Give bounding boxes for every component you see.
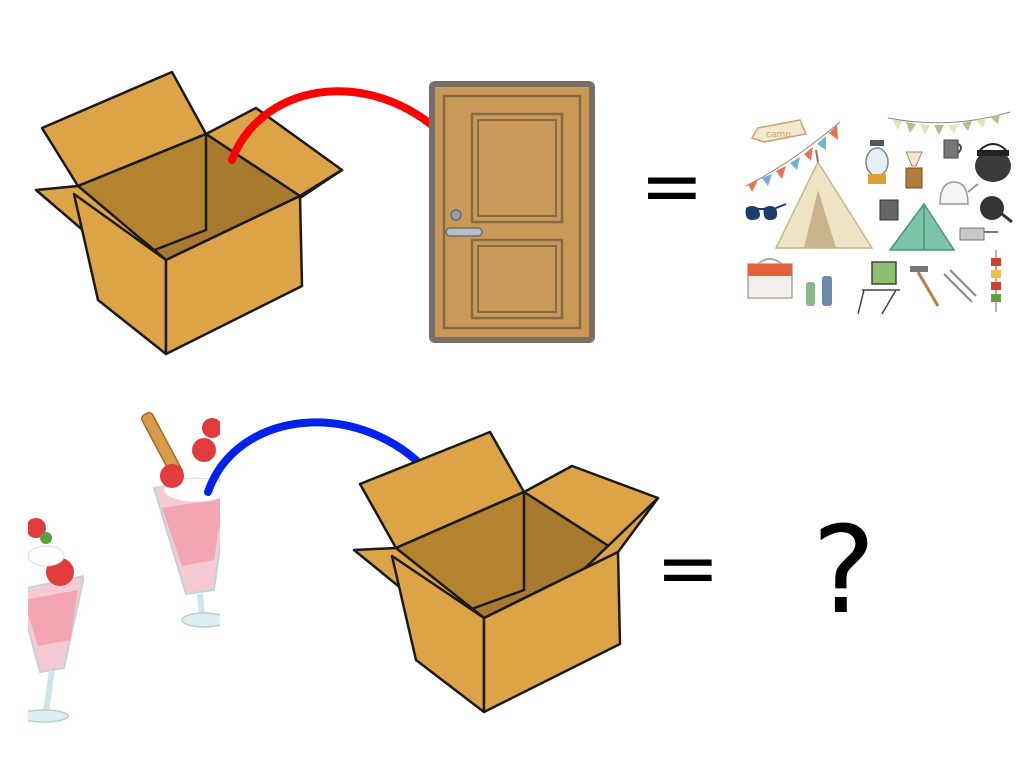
bottles-icon	[806, 276, 832, 306]
camping-gear-collage: camp	[745, 111, 1013, 315]
kettle-icon	[939, 181, 979, 205]
door-handle-icon	[445, 227, 483, 237]
dutch-oven-icon	[975, 143, 1011, 182]
cooler-box-icon	[747, 258, 793, 299]
mug-icon	[943, 139, 962, 159]
cardboard-box-open-bottom	[352, 430, 660, 714]
camp-sign-icon: camp	[750, 119, 808, 143]
hammer-icon	[910, 266, 940, 307]
lantern-icon	[865, 140, 889, 184]
parfait-right-cropped	[140, 411, 220, 628]
parfait-left-cropped	[28, 518, 84, 723]
camp-sign-label: camp	[766, 130, 791, 140]
coffee-dripper-icon	[905, 151, 923, 189]
equals-sign-bottom: =	[656, 523, 720, 612]
door-lock-icon	[450, 209, 462, 221]
cutlery-icon	[943, 269, 977, 303]
question-mark: ?	[812, 502, 876, 641]
teepee-tent-icon	[774, 149, 874, 249]
stacked-cups-icon	[879, 199, 899, 221]
door	[429, 81, 595, 343]
sunglasses-icon	[745, 203, 787, 220]
skillet-icon	[980, 196, 1013, 224]
equals-sign-top: =	[640, 141, 704, 230]
cardboard-box-open-top	[34, 70, 344, 356]
camp-chair-icon	[857, 261, 900, 315]
cooking-pot-icon	[959, 227, 998, 241]
bunting-flags-icon	[745, 121, 841, 192]
skewers-icon	[991, 250, 1001, 312]
bunting-flags-right-icon	[887, 111, 1011, 135]
green-tent-icon	[888, 202, 956, 251]
